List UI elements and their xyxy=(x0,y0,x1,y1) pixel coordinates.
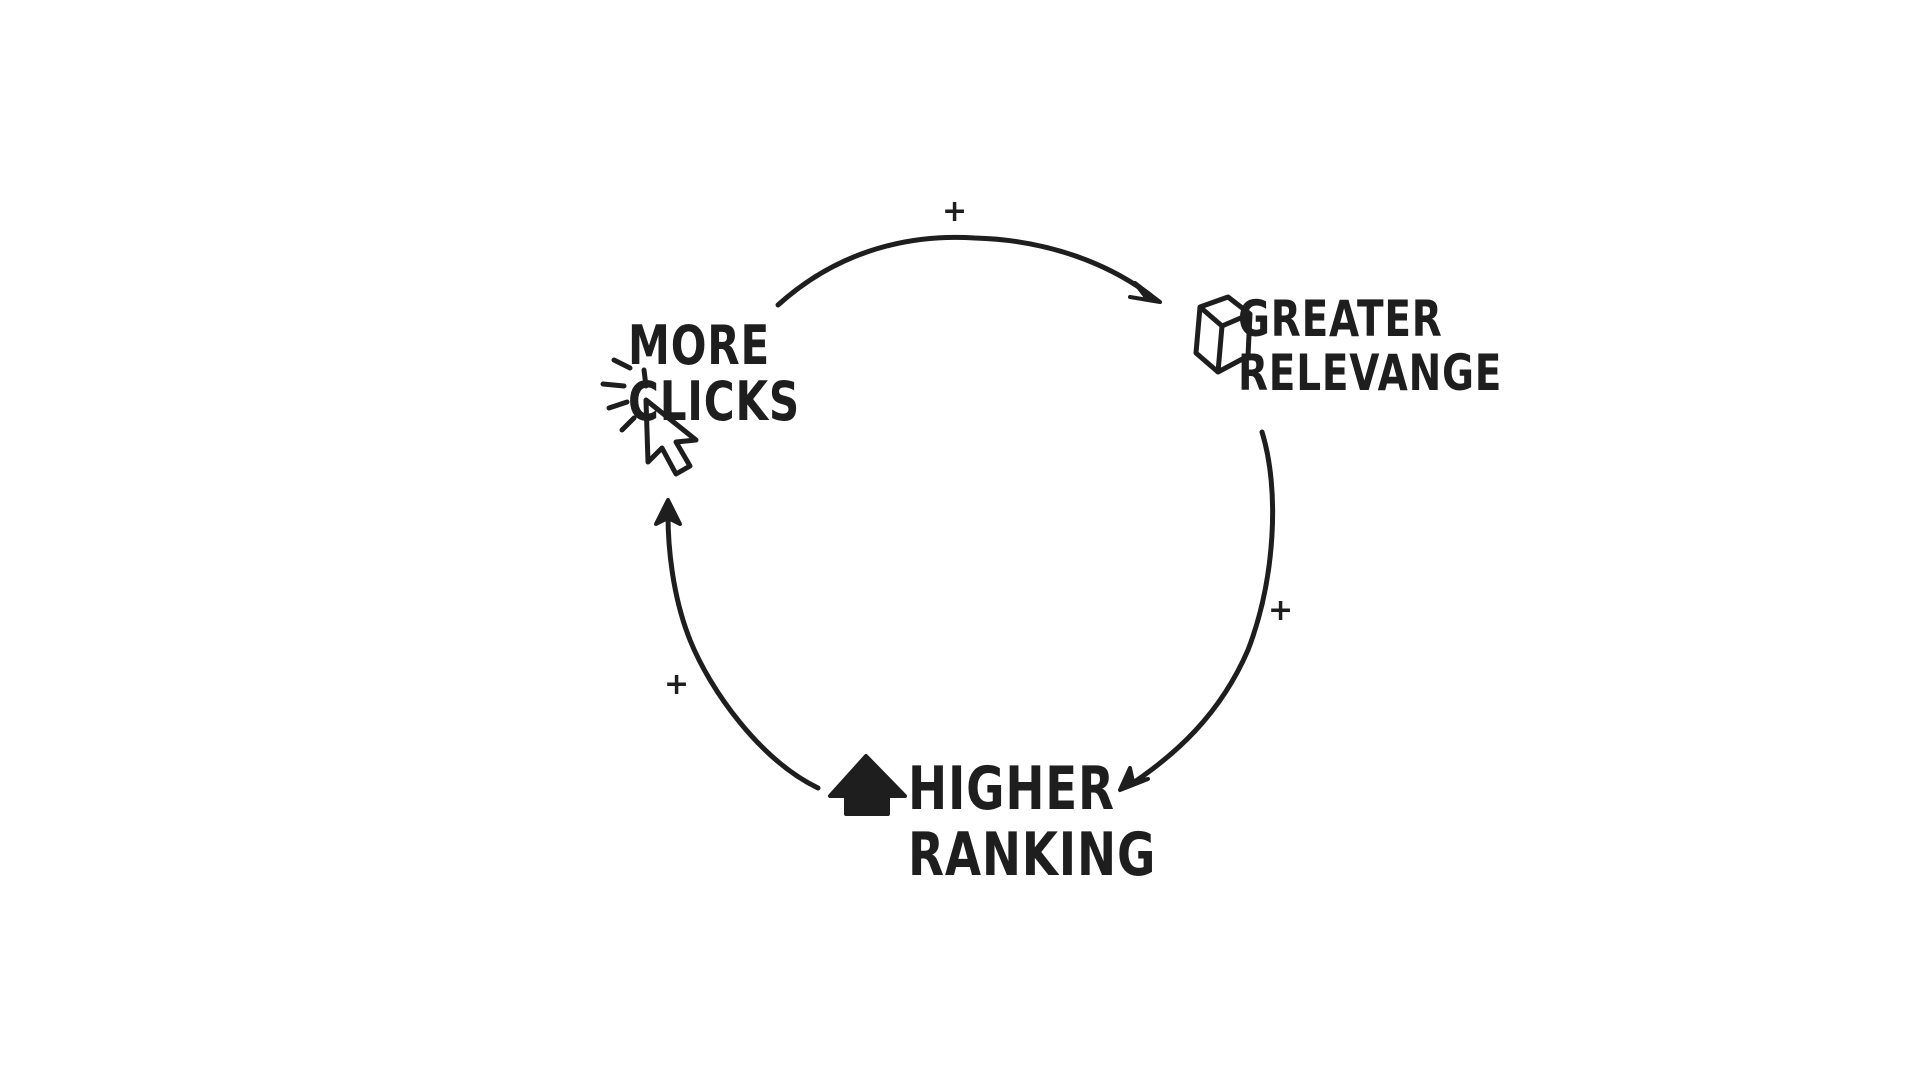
polarity-clicks-to-relevance: + xyxy=(942,194,968,229)
polarity-ranking-to-clicks: + xyxy=(664,667,690,702)
arrowhead-ranking xyxy=(1118,766,1150,792)
arrowhead-clicks xyxy=(654,498,682,526)
node-greater-relevance-line2: RELEVANGE xyxy=(1238,344,1503,402)
cursor-click-icon xyxy=(600,357,699,477)
node-higher-ranking-line2: RANKING xyxy=(908,820,1157,890)
node-more-clicks-line1: MORE xyxy=(628,314,771,377)
node-more-clicks: MORE CLICKS xyxy=(628,318,800,430)
node-more-clicks-line2: CLICKS xyxy=(628,370,800,433)
cube-icon xyxy=(1193,294,1253,375)
arrow-ranking-to-clicks xyxy=(665,512,821,791)
polarity-relevance-to-ranking: + xyxy=(1268,593,1294,628)
arrowhead-relevance xyxy=(1128,281,1162,304)
node-higher-ranking: HIGHER RANKING xyxy=(908,756,1156,888)
node-greater-relevance: GREATER RELEVANGE xyxy=(1238,292,1502,400)
arrow-relevance-to-ranking xyxy=(1127,429,1276,788)
arrow-clicks-to-relevance xyxy=(775,234,1153,308)
node-higher-ranking-line1: HIGHER xyxy=(908,754,1115,824)
up-arrow-icon xyxy=(828,754,907,816)
node-greater-relevance-line1: GREATER xyxy=(1238,290,1443,348)
